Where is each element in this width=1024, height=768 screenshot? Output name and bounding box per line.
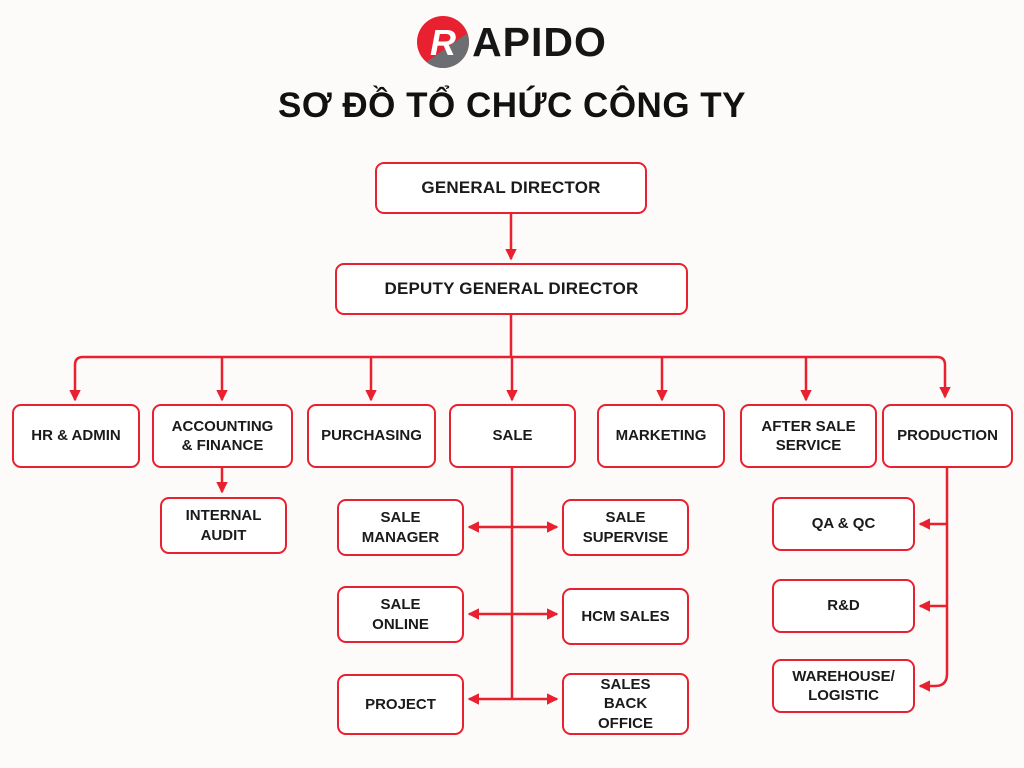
node-accounting-finance: ACCOUNTING & FINANCE [152,404,293,468]
node-general-director: GENERAL DIRECTOR [375,162,647,214]
node-sales-back-office: SALES BACK OFFICE [562,673,689,735]
node-hr-admin: HR & ADMIN [12,404,140,468]
node-qa-qc: QA & QC [772,497,915,551]
node-marketing: MARKETING [597,404,725,468]
node-deputy-general-director: DEPUTY GENERAL DIRECTOR [335,263,688,315]
node-warehouse-logistic: WAREHOUSE/ LOGISTIC [772,659,915,713]
page-title: SƠ ĐỒ TỔ CHỨC CÔNG TY [277,86,746,125]
brand-name-text: APIDO [472,18,607,65]
node-purchasing: PURCHASING [307,404,436,468]
node-project: PROJECT [337,674,464,735]
node-production: PRODUCTION [882,404,1013,468]
company-logo: R APIDO [0,16,1024,68]
node-after-sale-service: AFTER SALE SERVICE [740,404,877,468]
node-sale: SALE [449,404,576,468]
svg-text:R: R [430,22,456,63]
node-rd: R&D [772,579,915,633]
node-sale-supervise: SALE SUPERVISE [562,499,689,556]
rapido-logo-icon: R [417,16,470,68]
node-internal-audit: INTERNAL AUDIT [160,497,287,554]
node-hcm-sales: HCM SALES [562,588,689,645]
node-sale-online: SALE ONLINE [337,586,464,643]
node-sale-manager: SALE MANAGER [337,499,464,556]
